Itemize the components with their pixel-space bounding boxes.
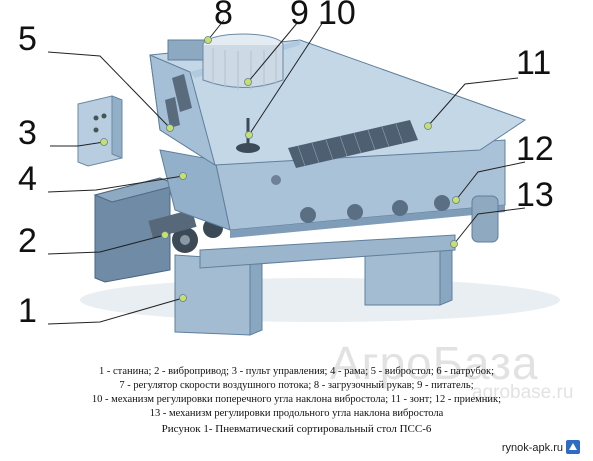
ground-shadow	[80, 278, 560, 322]
stanina	[174, 234, 456, 336]
watermark-agrobase-url: agrobase.ru	[472, 382, 574, 403]
callout-2: 2	[18, 222, 37, 260]
legend-line-4: 13 - механизм регулировки продольного уг…	[149, 408, 444, 419]
callout-11: 11	[516, 44, 551, 82]
callout-10: 10	[318, 0, 356, 32]
figure-caption: Рисунок 1- Пневматический сортировальный…	[161, 423, 432, 435]
vibrotable-body	[159, 139, 506, 243]
callout-12: 12	[516, 130, 554, 168]
callout-9: 9	[290, 0, 309, 32]
callout-3: 3	[18, 114, 37, 152]
callout-5: 5	[18, 20, 37, 58]
callout-13: 13	[516, 176, 554, 214]
legend-line-1: 1 - станина; 2 - вибропривод; 3 - пульт …	[99, 366, 494, 377]
loading-sleeve	[167, 33, 284, 90]
vibrodrive	[93, 177, 223, 283]
callout-4: 4	[18, 160, 37, 198]
control-panel	[77, 95, 123, 167]
legend-line-3: 10 - механизм регулировки поперечного уг…	[91, 394, 502, 405]
callout-1: 1	[18, 292, 37, 330]
leader-lines	[47, 19, 526, 325]
legend-line-2: 7 - регулятор скорости воздушного потока…	[119, 380, 474, 391]
watermark-agrobaza: АгроБаза	[330, 337, 539, 389]
callout-dots	[100, 36, 460, 302]
site-label[interactable]: rynok-apk.ru	[501, 442, 563, 454]
callout-8: 8	[214, 0, 233, 32]
site-logo-icon	[566, 440, 580, 454]
